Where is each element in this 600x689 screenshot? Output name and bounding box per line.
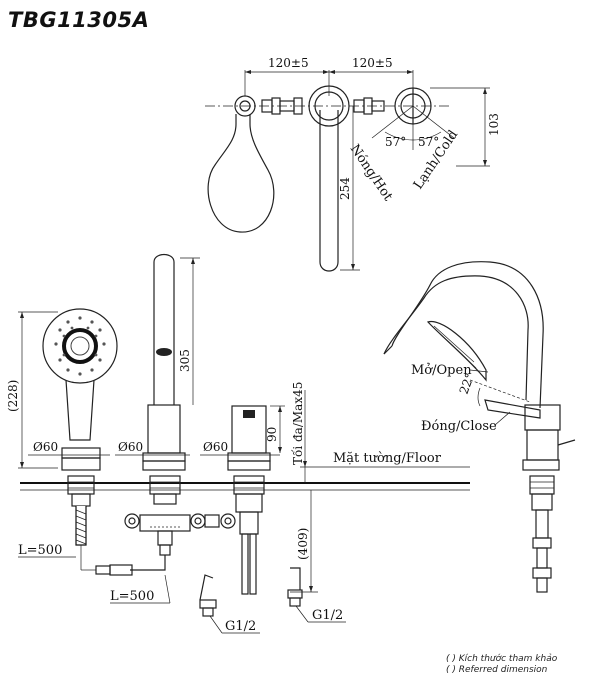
label-floor: Mặt tường/Floor [333,451,442,466]
dim-305: 305 [178,349,192,372]
thread-2: G1/2 [312,608,343,623]
dim-dia-2: Ø60 [118,440,143,454]
dim-hose-2: L=500 [110,589,154,604]
thread-1: G1/2 [225,619,256,634]
note-vi: ( ) Kích thước tham khảo [446,654,558,664]
top-view: 120±5 120±5 254 57° [205,56,501,272]
dim-hose-1: L=500 [18,543,62,558]
dim-103: 103 [487,113,501,136]
dim-254: 254 [338,177,352,200]
notes: ( ) Kích thước tham khảo ( ) Referred di… [446,654,557,676]
label-close: Đóng/Close [421,419,497,434]
angle-right: 57° [418,135,439,149]
dim-dia-3: Ø60 [203,440,228,454]
note-en: ( ) Referred dimension [446,665,548,675]
spout [142,253,186,471]
angle-lever: 22° [457,371,477,396]
dim-228: (228) [6,380,20,412]
dim-max45: Tối đa/Max45 [290,382,305,465]
side-view: 22° Mở/Open Đóng/Close [383,261,576,593]
angle-left: 57° [385,135,406,149]
label-open: Mở/Open [411,363,472,378]
dim-spacing-right: 120±5 [352,56,393,70]
dim-dia-1: Ø60 [33,440,58,454]
dim-90: 90 [265,427,279,442]
mixer [227,405,271,595]
hand-shower [42,308,118,471]
label-hot: Nóng/Hot [347,142,396,205]
model-title: TBG11305A [8,8,150,32]
front-view: Mặt tường/Floor (228) Ø60 [6,253,470,634]
dim-409: (409) [296,528,310,560]
dim-spacing-left: 120±5 [268,56,309,70]
